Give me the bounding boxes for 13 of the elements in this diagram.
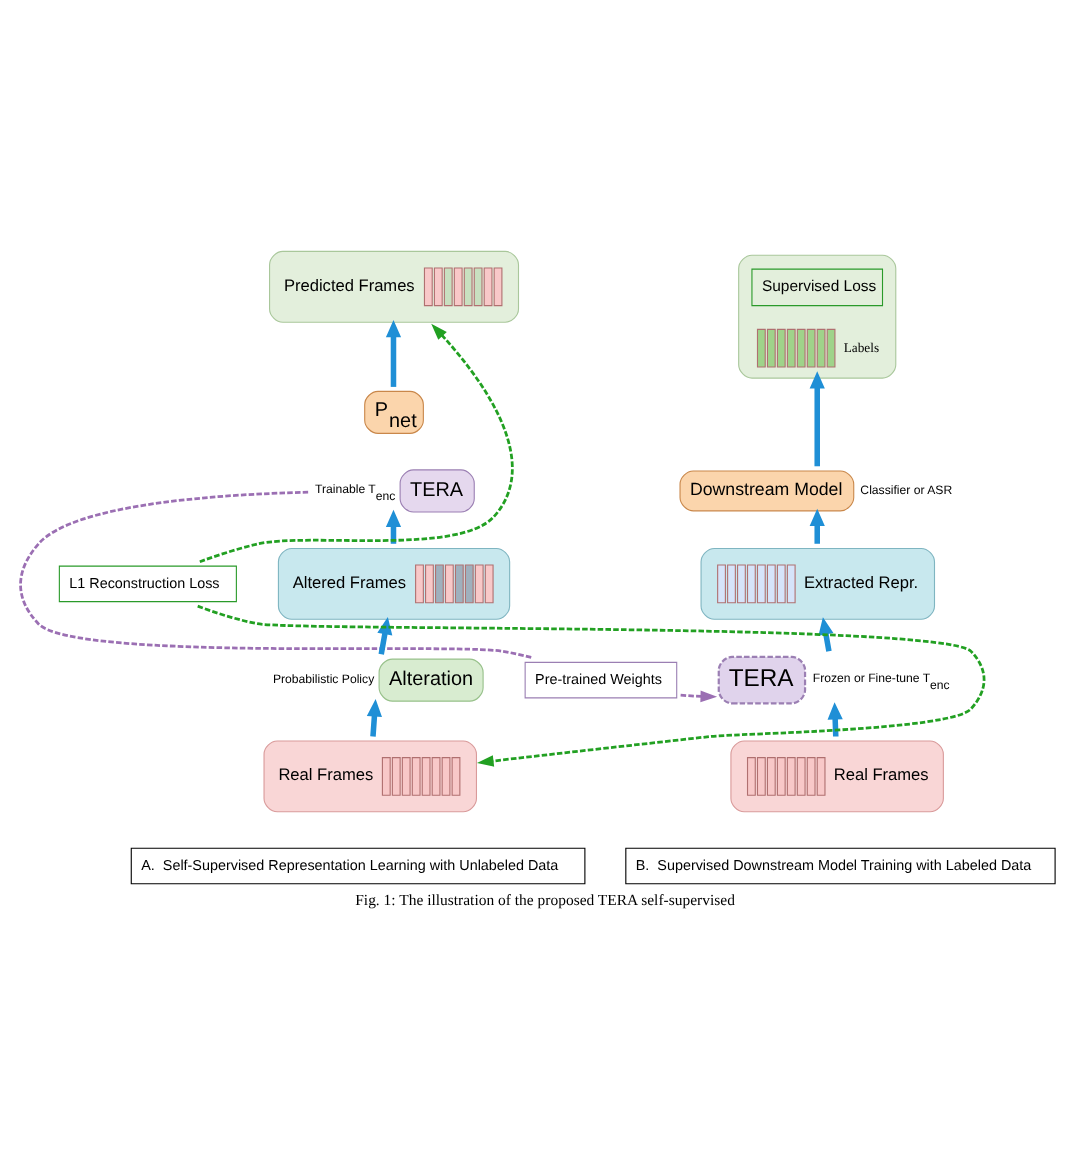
arrow — [385, 509, 402, 544]
arrow — [809, 371, 825, 467]
arrow — [809, 508, 825, 544]
arrow — [199, 323, 514, 564]
arrow — [827, 702, 843, 737]
arrow — [680, 690, 718, 703]
arrow — [377, 616, 393, 655]
connector — [19, 490, 534, 660]
arrow — [818, 617, 834, 652]
arrow — [385, 319, 402, 387]
arrow — [366, 699, 382, 737]
arrow — [197, 604, 986, 767]
caption: Fig. 1: The illustration of the proposed TERA self-supervised — [355, 890, 735, 909]
